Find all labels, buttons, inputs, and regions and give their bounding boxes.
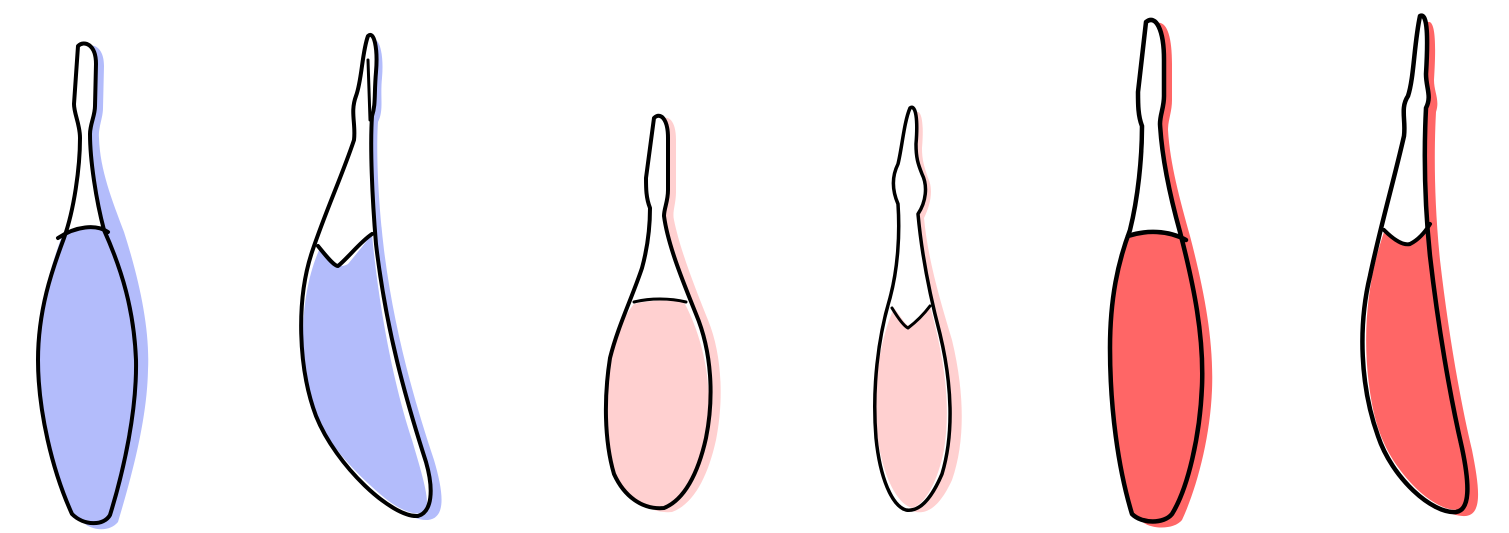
pink-side-shape bbox=[875, 107, 962, 512]
blue-side-shape bbox=[301, 35, 441, 520]
blue-front-shape bbox=[38, 43, 148, 529]
red-front-shape bbox=[1110, 20, 1212, 528]
red-side-shape bbox=[1362, 16, 1478, 516]
pink-front-shape bbox=[606, 116, 721, 512]
